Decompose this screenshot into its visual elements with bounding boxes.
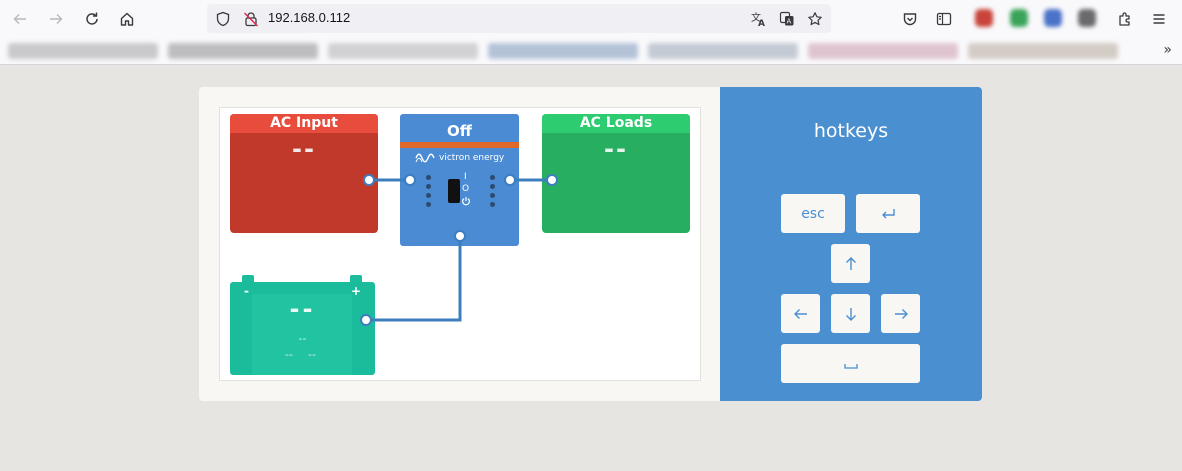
inverter-stripe: [400, 142, 519, 148]
pocket-icon: [903, 13, 917, 26]
bookmark-item[interactable]: [328, 43, 478, 59]
inverter-led: [490, 193, 495, 198]
bookmark-item[interactable]: [968, 43, 1118, 59]
ac-input-tile[interactable]: AC Input --: [230, 114, 378, 233]
battery-value: --: [289, 295, 316, 323]
inverter-led: [490, 175, 495, 180]
extension-icon-4[interactable]: [1078, 9, 1096, 27]
bookmark-item[interactable]: [488, 43, 638, 59]
svg-text:A: A: [786, 17, 791, 25]
power-icon: [462, 197, 470, 206]
battery-pos-post: [350, 275, 362, 283]
battery-line3-right: --: [308, 348, 316, 361]
inverter-led: [426, 202, 431, 207]
esc-key[interactable]: esc: [781, 194, 845, 233]
inverter-switch[interactable]: [448, 179, 460, 203]
reload-icon: [86, 12, 98, 25]
extensions-button[interactable]: [1111, 5, 1139, 33]
battery-line2: --: [298, 332, 307, 345]
arrow-right-icon: [894, 308, 908, 319]
inverter-tile[interactable]: Off victron energy I O: [400, 114, 519, 246]
victron-logo: victron energy: [414, 151, 504, 165]
bookmark-item[interactable]: [808, 43, 958, 59]
ac-input-title: AC Input: [230, 114, 378, 133]
inverter-led: [426, 193, 431, 198]
space-key[interactable]: [781, 344, 920, 383]
sidebar-icon: [936, 12, 952, 26]
reload-button[interactable]: [78, 5, 106, 33]
arrow-up-icon: [845, 256, 856, 270]
back-arrow-icon: [13, 14, 26, 24]
hotkeys-title: hotkeys: [813, 120, 889, 142]
forward-button[interactable]: [42, 5, 70, 33]
ac-loads-tile[interactable]: AC Loads --: [542, 114, 690, 233]
pocket-button[interactable]: [896, 5, 924, 33]
enter-key[interactable]: [856, 194, 920, 233]
shield-icon[interactable]: [214, 10, 231, 27]
app-panel: AC Input -- Off victron energy I O: [199, 87, 982, 401]
svg-text:文: 文: [751, 11, 761, 24]
extension-icon-2[interactable]: [1010, 9, 1028, 27]
right-key[interactable]: [881, 294, 920, 333]
victron-brand-text: victron energy: [439, 153, 505, 163]
down-key[interactable]: [831, 294, 870, 333]
menu-icon: [1153, 14, 1165, 24]
ac-loads-value: --: [604, 135, 628, 163]
inverter-led: [490, 202, 495, 207]
menu-button[interactable]: [1145, 5, 1173, 33]
extensions-icon: [1119, 12, 1130, 26]
arrow-left-icon: [793, 308, 807, 319]
home-icon: [120, 12, 134, 26]
space-icon: [843, 363, 858, 369]
battery-neg-label: -: [244, 284, 249, 298]
bookmarks-overflow-button[interactable]: »: [1163, 42, 1172, 58]
ac-input-value: --: [292, 135, 316, 163]
bookmarks-bar: »: [0, 37, 1182, 65]
enter-icon: [882, 208, 895, 218]
hotkeys-panel: hotkeys esc: [720, 87, 982, 401]
home-button[interactable]: [113, 5, 141, 33]
url-text[interactable]: 192.168.0.112: [268, 10, 351, 25]
system-overview-diagram: AC Input -- Off victron energy I O: [219, 107, 701, 381]
back-button[interactable]: [6, 5, 34, 33]
inverter-led: [426, 175, 431, 180]
inverter-state: Off: [447, 122, 472, 140]
esc-key-label: esc: [801, 205, 825, 222]
victron-wave-icon: [415, 153, 435, 163]
left-key[interactable]: [781, 294, 820, 333]
insecure-lock-icon[interactable]: [242, 10, 259, 27]
inverter-led: [490, 184, 495, 189]
battery-tile[interactable]: - + -- -- -- --: [230, 282, 375, 375]
bookmark-item[interactable]: [648, 43, 798, 59]
inverter-led: [426, 184, 431, 189]
arrow-down-icon: [845, 307, 856, 321]
battery-pos-label: +: [351, 284, 362, 298]
bookmark-item[interactable]: [168, 43, 318, 59]
battery-neg-post: [242, 275, 254, 283]
battery-line3-left: --: [285, 348, 293, 361]
reader-translate-icon[interactable]: A: [778, 10, 795, 27]
extension-icon-3[interactable]: [1044, 9, 1062, 27]
up-key[interactable]: [831, 244, 870, 283]
svg-text:A: A: [758, 19, 765, 27]
switch-on-mark: I: [464, 172, 467, 182]
switch-off-mark: O: [462, 184, 470, 194]
battery-inner: [252, 294, 352, 375]
extension-icon-1[interactable]: [975, 9, 993, 27]
bookmark-item[interactable]: [8, 43, 158, 59]
ac-loads-title: AC Loads: [542, 114, 690, 133]
forward-arrow-icon: [50, 14, 63, 24]
sidebar-button[interactable]: [930, 5, 958, 33]
star-icon[interactable]: [806, 10, 823, 27]
